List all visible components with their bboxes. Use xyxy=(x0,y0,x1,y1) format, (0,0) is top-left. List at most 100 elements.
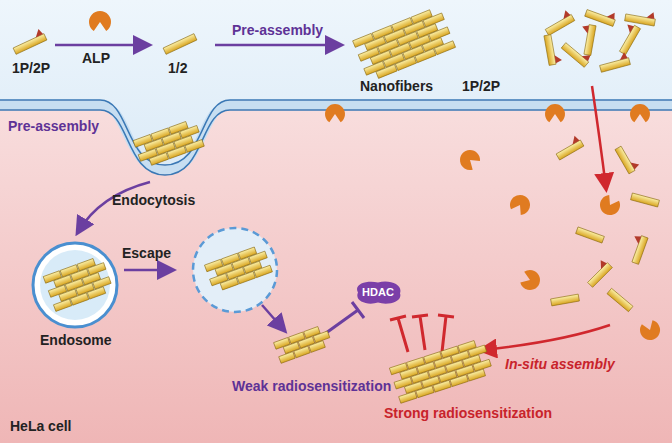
molecule xyxy=(585,3,618,26)
peptide-rod xyxy=(415,49,436,63)
peptide-rod xyxy=(294,346,310,358)
text-label: Escape xyxy=(122,245,171,261)
peptide-rod xyxy=(87,287,105,299)
alp-enzyme xyxy=(638,319,663,343)
molecule xyxy=(163,34,197,55)
blob-outline xyxy=(357,281,400,303)
peptide-rod xyxy=(588,263,613,288)
weak-inhibition xyxy=(326,302,364,333)
text-label: Weak radiosensitization xyxy=(232,378,391,394)
molecule xyxy=(615,143,641,174)
peptide-rod xyxy=(607,288,633,311)
peptide-rod xyxy=(53,299,71,311)
peptide-rod xyxy=(70,293,88,305)
peptide-rod xyxy=(220,278,238,290)
nanofiber xyxy=(389,338,493,403)
phosphate-group xyxy=(596,259,606,269)
text-label: Strong radiosensitization xyxy=(384,405,552,421)
nanofiber xyxy=(274,324,333,363)
peptide-rod xyxy=(13,34,47,55)
phosphate-group xyxy=(647,11,656,19)
alp-enzyme xyxy=(507,191,533,217)
peptide-rod xyxy=(632,236,648,265)
preassembly-arrow xyxy=(215,44,340,47)
membrane-inner xyxy=(0,110,672,175)
peptide-rod xyxy=(600,58,631,73)
molecule xyxy=(607,288,633,311)
phosphate-group xyxy=(624,23,634,33)
phosphate-group xyxy=(607,11,617,20)
peptide-rod xyxy=(167,146,186,159)
text-label: Nanofibers xyxy=(360,78,433,94)
peptide-rod xyxy=(254,265,272,277)
phosphate-group xyxy=(581,24,589,33)
text-label: Pre-assembly xyxy=(232,22,323,38)
text-label: Endocytosis xyxy=(112,192,195,208)
text-label: 1/2 xyxy=(168,60,187,76)
peptide-rod xyxy=(615,146,635,174)
molecule xyxy=(551,294,580,306)
phosphate-group xyxy=(560,9,570,19)
peptide-rod xyxy=(576,227,605,243)
extracellular-space xyxy=(0,0,672,165)
molecule-group xyxy=(10,3,662,403)
membrane-band xyxy=(0,105,672,170)
insitu-arrow xyxy=(482,325,610,350)
ruptured-endosome xyxy=(193,228,277,312)
nanofiber xyxy=(43,256,113,312)
molecule xyxy=(578,23,597,55)
peptide-rod xyxy=(399,391,417,403)
text-label: Pre-assembly xyxy=(8,118,99,134)
peptide-rod xyxy=(149,153,168,166)
molecule xyxy=(631,193,660,207)
alp-enzyme xyxy=(596,193,622,219)
peptide-rod xyxy=(545,14,574,35)
peptide-rod xyxy=(434,41,455,55)
phosphate-group xyxy=(631,159,641,169)
alp-enzyme xyxy=(456,146,483,173)
release-arrow xyxy=(262,305,284,330)
peptide-rod xyxy=(279,352,295,364)
alp-arrow xyxy=(55,44,148,47)
peptide-rod xyxy=(237,271,255,283)
alp-enzyme xyxy=(89,11,111,31)
molecule xyxy=(542,9,575,36)
strong-inhibition xyxy=(390,315,454,352)
peptide-rod xyxy=(467,369,485,381)
uptake-arrow xyxy=(592,86,606,188)
nanofiber xyxy=(133,118,204,168)
peptide-rod xyxy=(433,380,451,392)
text-label: 1P/2P xyxy=(12,60,50,76)
alp-enzyme xyxy=(325,104,345,122)
alp-enzyme xyxy=(545,104,565,122)
phosphate-group xyxy=(33,28,43,37)
text-label: 1P/2P xyxy=(462,78,500,94)
phosphate-group xyxy=(569,135,579,145)
molecule xyxy=(598,51,630,72)
peptide-rod xyxy=(556,140,584,160)
nanofiber xyxy=(204,244,272,293)
peptide-rod xyxy=(163,34,197,55)
peptide-rod xyxy=(395,57,416,71)
nanofiber xyxy=(353,6,456,82)
molecule xyxy=(10,28,47,55)
alp-enzyme xyxy=(630,104,650,122)
text-label: In-situ assembly xyxy=(505,356,615,372)
molecule xyxy=(553,134,584,160)
phosphate-group xyxy=(632,234,641,244)
text-label: Endosome xyxy=(40,332,112,348)
molecule xyxy=(626,233,648,264)
peptide-rod xyxy=(631,193,660,207)
peptide-rod xyxy=(561,43,588,68)
peptide-rod xyxy=(309,341,325,353)
peptide-rod xyxy=(544,35,556,66)
peptide-rod xyxy=(551,294,580,306)
phosphate-group xyxy=(618,52,627,60)
endosome xyxy=(33,243,117,327)
text-label: ALP xyxy=(82,50,110,66)
molecule xyxy=(576,227,605,243)
peptide-rod xyxy=(376,64,397,78)
enzyme-blob: HDAC xyxy=(353,280,403,305)
molecule xyxy=(544,33,563,65)
